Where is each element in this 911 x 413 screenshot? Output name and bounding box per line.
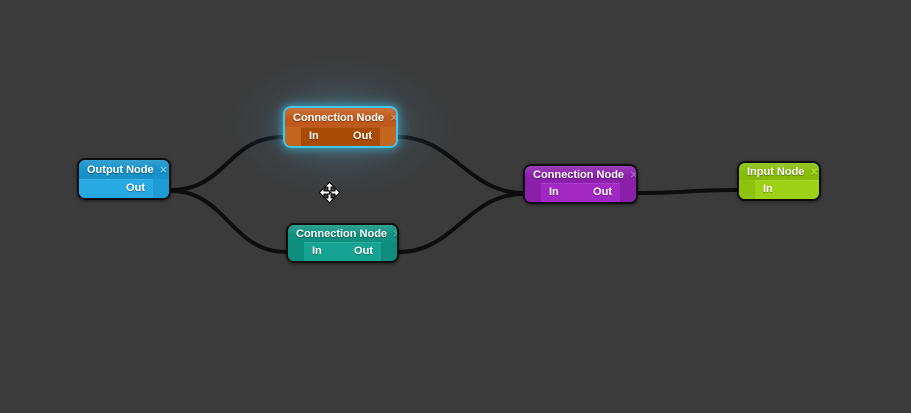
node-title: Connection Node: [296, 227, 388, 240]
in-endpoint[interactable]: [739, 180, 755, 199]
out-endpoint[interactable]: [153, 179, 169, 198]
in-endpoint[interactable]: [525, 183, 541, 202]
port-out-label: Out: [353, 130, 372, 142]
port-in-label: In: [309, 130, 319, 142]
port-out-label: Out: [126, 182, 145, 194]
connection-output-node-to-connection-node-bottom[interactable]: [169, 189, 288, 254]
in-endpoint[interactable]: [285, 127, 301, 146]
connection-node-top[interactable]: Connection Node × In Out: [228, 58, 453, 196]
node-title: Connection Node: [533, 168, 625, 181]
node-title: Output Node: [87, 163, 154, 176]
close-icon[interactable]: ×: [393, 227, 397, 240]
close-icon[interactable]: ×: [810, 164, 819, 179]
node-title: Connection Node: [293, 111, 385, 124]
out-endpoint[interactable]: [380, 127, 396, 146]
port-in-label: In: [312, 245, 322, 257]
connection-node-bottom[interactable]: Connection Node × In Out: [286, 223, 399, 263]
connection-connection-node-bottom-to-connection-node-right[interactable]: [397, 192, 525, 254]
port-in-label: In: [549, 186, 559, 198]
output-node[interactable]: Output Node × Out: [77, 158, 171, 200]
port-out-label: Out: [593, 186, 612, 198]
connection-node-right[interactable]: Connection Node × In Out: [523, 164, 638, 204]
input-node[interactable]: Input Node × In: [737, 161, 821, 201]
port-out-label: Out: [354, 245, 373, 257]
in-endpoint[interactable]: [288, 242, 304, 261]
connection-connection-node-top-to-connection-node-right[interactable]: [396, 135, 525, 195]
connection-output-node-to-connection-node-top[interactable]: [169, 135, 285, 192]
out-endpoint[interactable]: [381, 242, 397, 261]
close-icon[interactable]: ×: [159, 162, 168, 177]
port-in-label: In: [763, 183, 773, 195]
out-endpoint[interactable]: [620, 183, 636, 202]
connection-connection-node-right-to-input-node[interactable]: [636, 188, 739, 195]
node-title: Input Node: [747, 165, 805, 178]
close-icon[interactable]: ×: [390, 110, 398, 125]
close-icon[interactable]: ×: [630, 167, 638, 182]
